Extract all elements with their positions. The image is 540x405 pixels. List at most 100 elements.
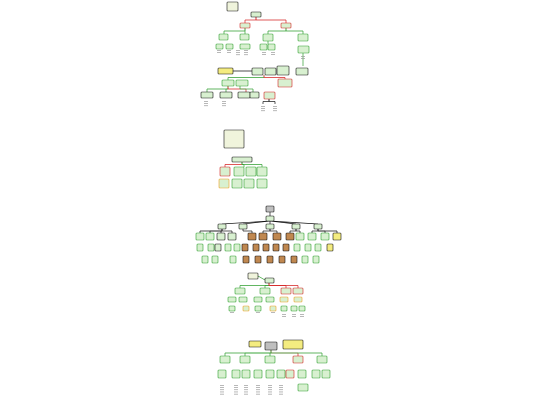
tree-node-31 <box>243 178 255 189</box>
tree-node-88 <box>269 305 277 312</box>
node-caption-text <box>220 389 224 391</box>
tree-node-18 <box>235 79 249 87</box>
tree-node-90 <box>290 305 298 312</box>
tree-node-96 <box>316 355 328 364</box>
node-caption-text <box>268 391 272 393</box>
node-caption-text <box>217 52 221 53</box>
tree-node-6 <box>297 33 309 42</box>
node-caption-text <box>244 391 248 393</box>
node-caption-text <box>244 52 248 53</box>
node-caption-text <box>222 101 226 102</box>
tree-node-19 <box>277 78 293 88</box>
tree-node-16 <box>295 67 309 76</box>
node-caption-text <box>222 103 226 104</box>
tree2-root <box>231 156 253 163</box>
tree-node-24 <box>263 91 276 100</box>
image-thumbnail <box>223 129 245 149</box>
tree-node-58 <box>262 243 270 252</box>
node-caption-text <box>282 316 286 317</box>
tree-node-91 <box>298 305 306 312</box>
node-caption-text <box>217 50 221 51</box>
tree4-root <box>264 277 275 284</box>
tree-node-37 <box>291 223 301 230</box>
node-caption-text <box>230 312 234 313</box>
node-caption-text <box>204 101 208 102</box>
node-caption-text <box>268 387 272 388</box>
node-caption-text <box>227 50 231 51</box>
tree-node-94 <box>264 355 276 364</box>
tree-node-103 <box>285 369 295 379</box>
node-caption-text <box>262 54 266 55</box>
tree-node-41 <box>216 232 226 241</box>
node-caption-text <box>268 389 272 391</box>
tree-node-104 <box>297 369 307 379</box>
tree-node-23 <box>249 91 260 99</box>
node-caption-text <box>234 391 238 393</box>
tree-node-21 <box>219 91 233 99</box>
tree-node-80 <box>238 296 248 303</box>
tree-node-66 <box>211 255 219 264</box>
tree-node-46 <box>285 232 295 241</box>
tree-node-57 <box>252 243 260 252</box>
tree-node-82 <box>265 296 275 303</box>
tree-node-63 <box>314 243 322 252</box>
node-caption-text <box>273 110 277 112</box>
tree-node-98 <box>231 369 241 379</box>
node-caption-text <box>236 52 240 53</box>
node-caption-text <box>301 56 305 57</box>
tree-node-79 <box>227 296 237 303</box>
tree-node-26 <box>233 166 245 177</box>
tree-node-59 <box>272 243 280 252</box>
tree-node-32 <box>256 178 268 189</box>
tree-node-29 <box>218 178 230 189</box>
tree-node-65 <box>201 255 209 264</box>
tree-node-39 <box>195 232 205 241</box>
node-caption-text <box>244 387 248 388</box>
node-caption-text <box>256 385 260 386</box>
node-caption-text <box>271 312 275 313</box>
node-caption-text <box>244 389 248 391</box>
edge-layer <box>199 17 338 356</box>
node-caption-text <box>234 385 238 386</box>
tree4-legend <box>247 272 259 280</box>
tree-node-84 <box>293 296 303 303</box>
node-caption-text <box>300 314 304 315</box>
node-caption-text <box>236 50 240 51</box>
node-caption-text <box>300 316 304 317</box>
tree-node-47 <box>295 232 305 241</box>
tree-node-4 <box>239 33 250 41</box>
tree-node-67 <box>229 255 237 264</box>
tree-node-69 <box>254 255 262 264</box>
node-caption-text <box>244 393 248 395</box>
tree-node-44 <box>258 232 268 241</box>
connector-line <box>257 275 266 281</box>
tree-node-64 <box>326 243 334 252</box>
tree-node-53 <box>214 243 222 252</box>
tree-node-20 <box>200 91 214 99</box>
tree-node-76 <box>259 287 271 295</box>
tree-node-68 <box>242 255 250 264</box>
tree-node-17 <box>221 79 235 87</box>
tree-node-101 <box>265 369 275 379</box>
tree-node-86 <box>242 305 250 312</box>
tree-node-30 <box>231 178 243 189</box>
tree-node-95 <box>292 355 304 364</box>
tree-node-85 <box>228 305 236 312</box>
tree3-root <box>265 205 275 213</box>
tree-node-1 <box>239 22 251 29</box>
tree5-root <box>264 341 278 351</box>
tree-node-43 <box>247 232 257 241</box>
tree-node-42 <box>227 232 237 241</box>
tree-node-50 <box>332 232 342 241</box>
tree-node-28 <box>256 166 268 177</box>
tree-node-48 <box>307 232 317 241</box>
tree5-note-right <box>282 339 304 350</box>
node-caption-text <box>234 389 238 391</box>
tree-node-89 <box>280 305 288 312</box>
tree-node-55 <box>233 243 241 252</box>
tree-node-27 <box>245 166 257 177</box>
tree-node-105 <box>311 369 321 379</box>
tree-node-14 <box>264 67 277 76</box>
node-caption-text <box>244 54 248 56</box>
tree-node-33 <box>265 215 275 222</box>
